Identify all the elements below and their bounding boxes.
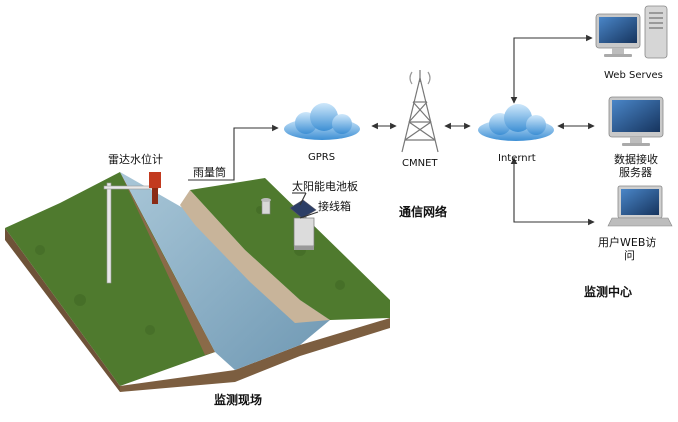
web-servers-label: Web Serves [604, 70, 663, 81]
monitor-site-label: 监测现场 [214, 392, 262, 407]
connectors [188, 34, 595, 226]
monitor-center-label: 监测中心 [584, 284, 632, 299]
gprs-cloud-icon [284, 103, 360, 140]
junction-box-label: 接线箱 [318, 199, 351, 213]
solar-panel-label: 太阳能电池板 [292, 179, 358, 193]
web-server-computer-icon [595, 5, 668, 59]
cmnet-label: CMNET [402, 158, 438, 169]
comm-network-label: 通信网络 [399, 204, 447, 219]
radar-gauge-label: 雷达水位计 [108, 152, 163, 166]
user-web-label-line1: 用户WEB访 [598, 235, 656, 249]
rain-gauge-icon [261, 198, 271, 215]
river-water [120, 172, 330, 370]
laptop-icon [607, 185, 673, 227]
internet-cloud-icon [478, 104, 554, 141]
data-server-label-line2: 服务器 [619, 166, 652, 179]
radar-gauge-icon [103, 172, 161, 284]
internet-label: Internrt [498, 153, 536, 164]
data-server-label-line1: 数据接收 [614, 152, 658, 166]
rain-gauge-label: 雨量筒 [193, 165, 226, 179]
terrain-block [5, 172, 390, 392]
right-soil-slope [180, 190, 330, 323]
solar-junction-station-icon [289, 199, 317, 250]
user-web-label-line2: 问 [624, 249, 635, 262]
gprs-label: GPRS [308, 152, 335, 163]
tower-icon [401, 70, 439, 153]
data-server-computer-icon [608, 96, 664, 146]
